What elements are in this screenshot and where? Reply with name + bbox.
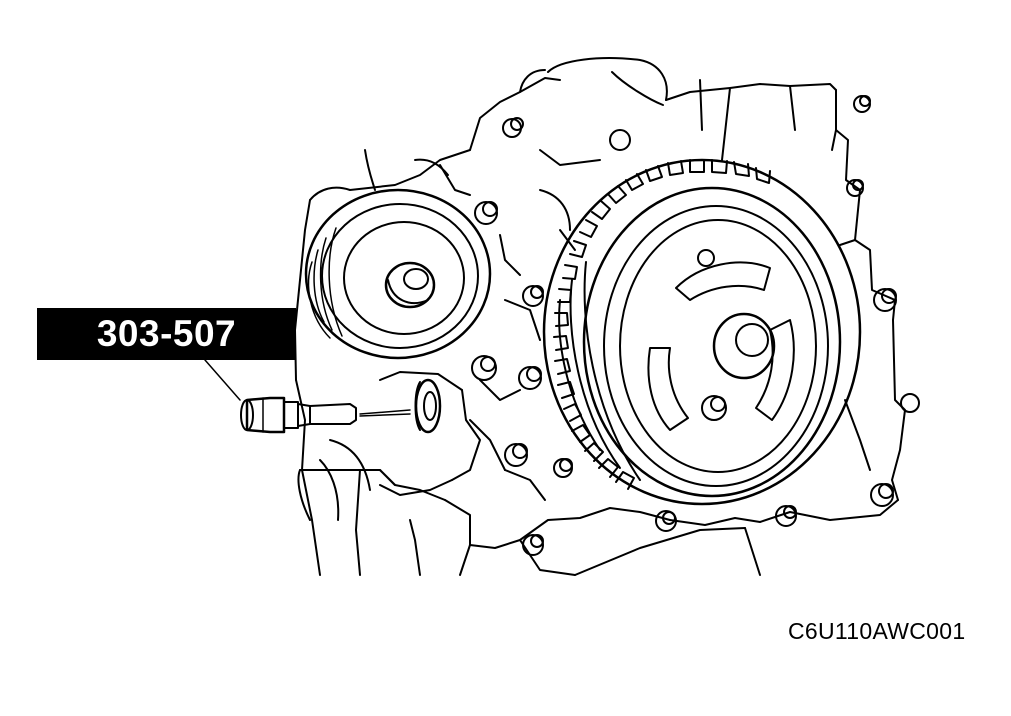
lower-housing xyxy=(297,371,481,521)
idler-pulley xyxy=(304,188,492,360)
label-leader-line xyxy=(204,359,241,401)
block-bolts xyxy=(471,95,920,556)
block-ribs xyxy=(319,149,601,546)
plug-hole xyxy=(414,378,442,434)
special-tool-303-507 xyxy=(240,396,411,434)
figure-code: C6U110AWC001 xyxy=(788,618,966,644)
timing-wheel-teeth xyxy=(553,159,771,490)
tool-number-text: 303-507 xyxy=(96,313,237,354)
tool-number-label: 303-507 xyxy=(37,308,296,360)
